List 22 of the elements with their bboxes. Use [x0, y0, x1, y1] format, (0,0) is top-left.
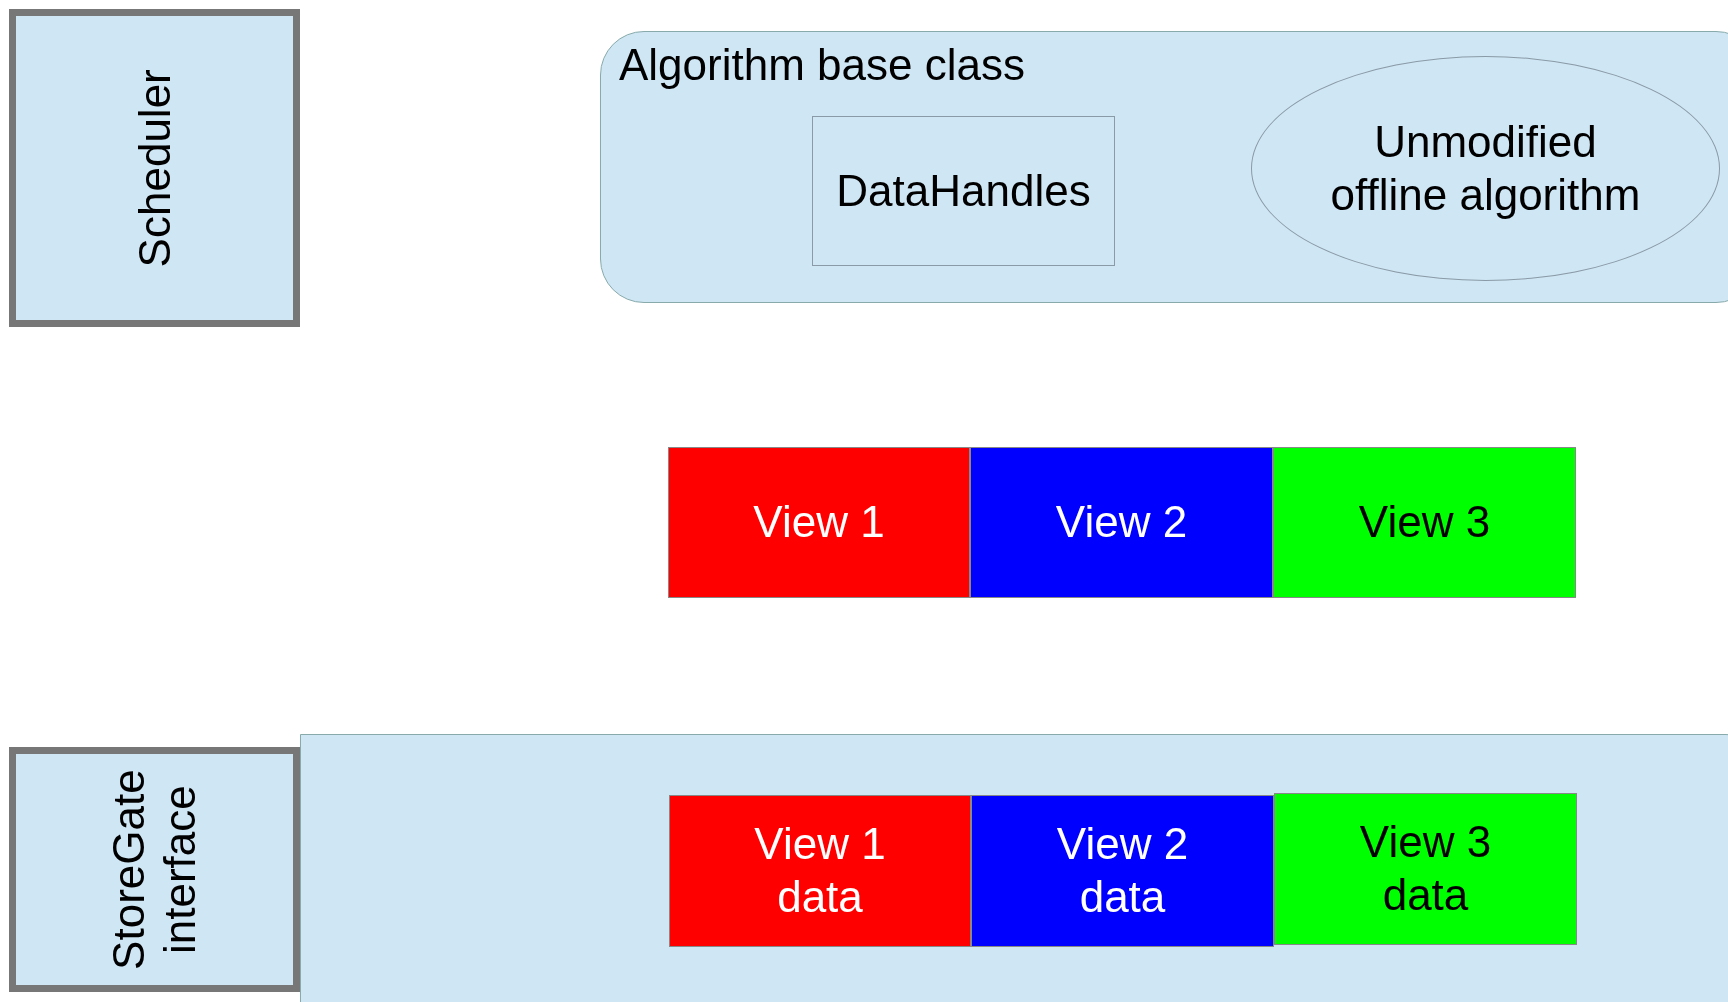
box-label: StoreGate interface	[103, 768, 205, 972]
view-label: View 1 data	[753, 818, 887, 923]
view-block	[669, 795, 971, 947]
component-box	[9, 747, 300, 992]
view-label: View 2	[1055, 496, 1188, 549]
container-band	[600, 31, 1728, 303]
view-label: View 2 data	[1055, 818, 1190, 923]
view-block	[970, 447, 1273, 598]
view-block	[1274, 793, 1577, 945]
band-title: Algorithm base class	[619, 40, 1025, 90]
component-box	[9, 9, 300, 327]
view-label: View 1	[753, 496, 885, 549]
process-box	[812, 116, 1115, 266]
view-label: View 3 data	[1358, 816, 1493, 921]
box-label: Scheduler	[129, 67, 180, 270]
view-block	[971, 795, 1274, 947]
view-block	[668, 447, 970, 598]
container-band	[300, 734, 1728, 1002]
ellipse-label: Unmodified offline algorithm	[1329, 115, 1642, 221]
view-label: View 3	[1358, 496, 1491, 549]
view-block	[1273, 447, 1576, 598]
box-label: DataHandles	[836, 164, 1091, 217]
